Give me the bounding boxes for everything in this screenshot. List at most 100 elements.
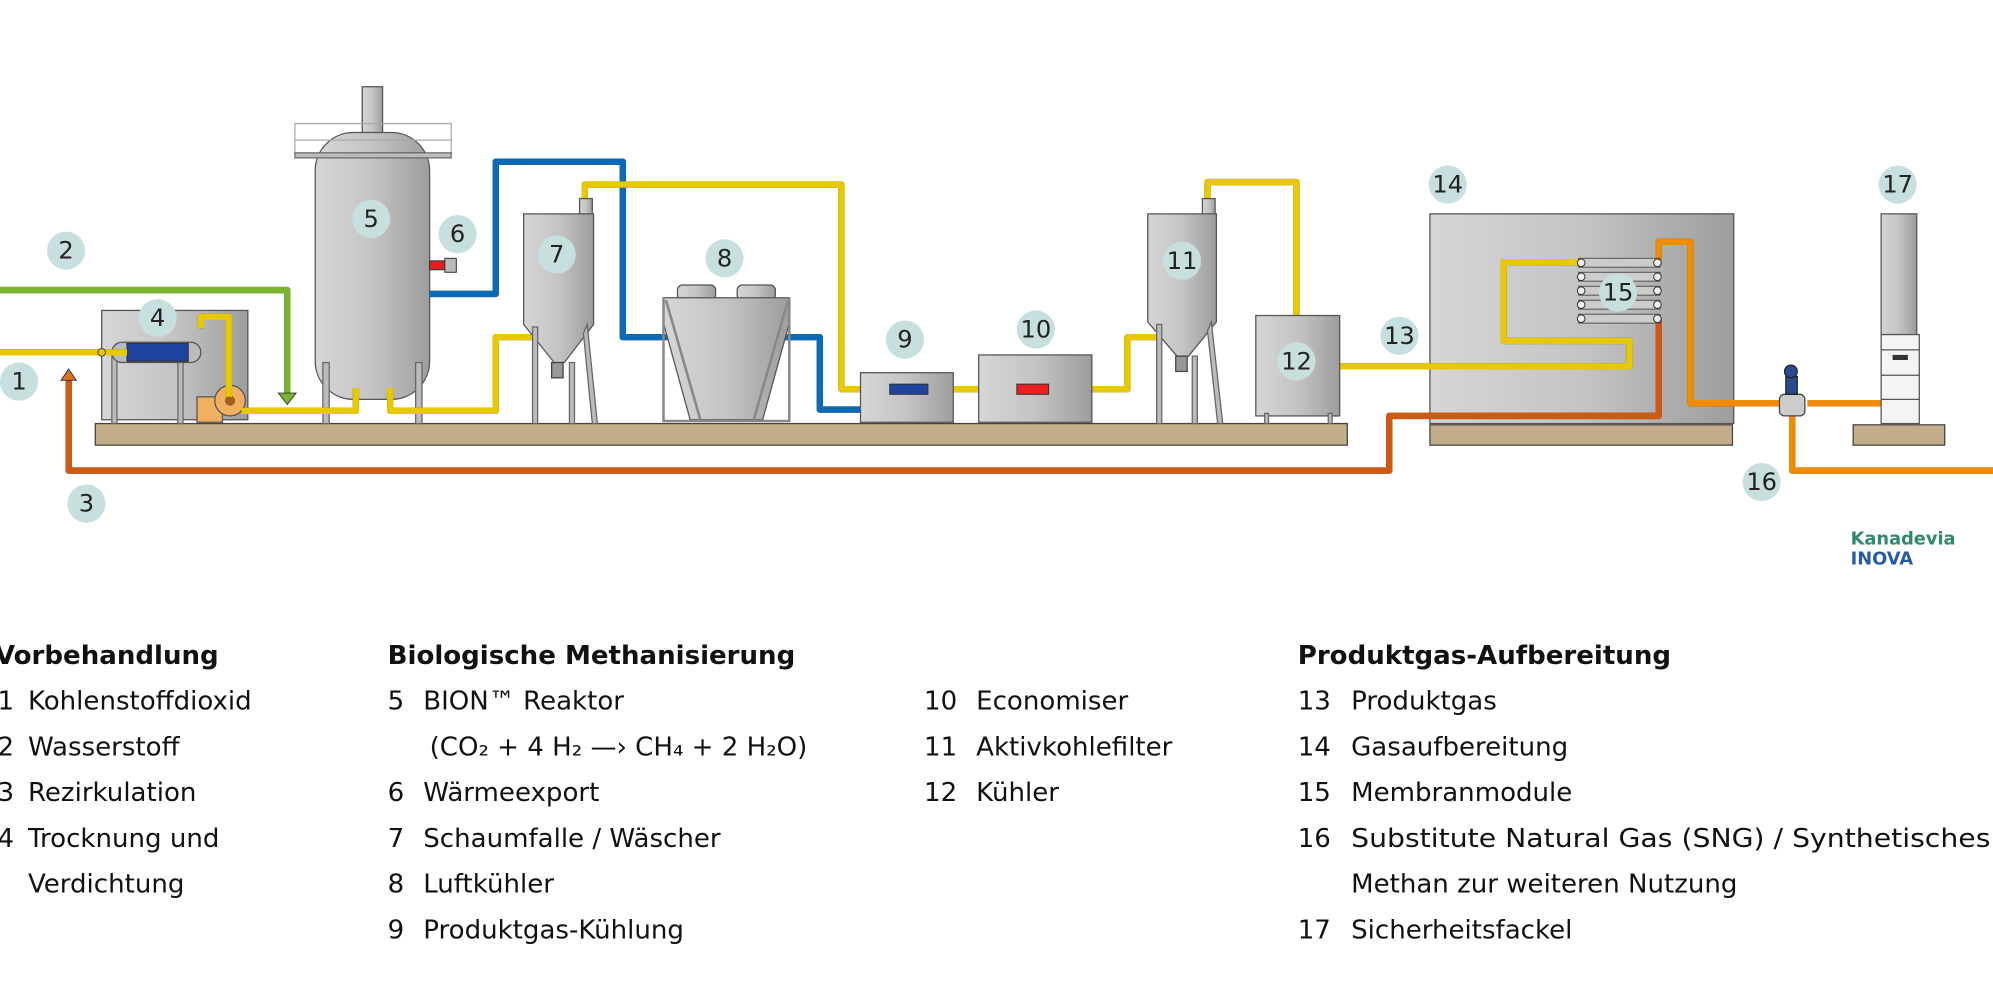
membrane-flange [1653, 272, 1662, 282]
marker-17: 17 [1878, 165, 1917, 204]
legend-formula: (CO₂ + 4 H₂ —› CH₄ + 2 H₂O) [430, 732, 808, 762]
legend-heading-gas-upgrading: Produktgas-Aufbereitung [1298, 641, 1671, 671]
marker-number: 15 [1603, 279, 1634, 307]
platform-gas-treatment [1429, 424, 1734, 446]
marker-number: 13 [1384, 322, 1415, 350]
marker-number: 14 [1432, 171, 1463, 199]
legend-label: Aktivkohlefilter [976, 732, 1173, 762]
logo-line2: INOVA [1851, 549, 1914, 570]
marker-12: 12 [1277, 342, 1316, 381]
pipe-feed-reactor [241, 387, 360, 415]
company-logo: Kanadevia INOVA [1851, 528, 1956, 569]
pipe-product-gas [1339, 258, 1633, 370]
legend-label: Wasserstoff [28, 732, 181, 762]
legend-label: Sicherheitsfackel [1351, 915, 1572, 945]
marker-3: 3 [67, 484, 106, 523]
marker-circle [67, 484, 106, 523]
legend-label: Economiser [976, 687, 1128, 717]
marker-circle [1380, 316, 1419, 355]
membrane-flange [1653, 314, 1662, 324]
membrane-flange [1576, 258, 1586, 268]
marker-2: 2 [47, 231, 86, 270]
platform-flare [1852, 424, 1946, 446]
marker-number: 3 [79, 490, 94, 518]
marker-13: 13 [1380, 316, 1419, 355]
marker-circle [47, 231, 86, 270]
marker-number: 4 [150, 304, 165, 332]
legend-heading-methanation: Biologische Methanisierung [388, 641, 796, 671]
legend-label: Kohlenstoffdioxid [28, 687, 252, 717]
marker-circle [1742, 462, 1781, 502]
marker-circle [1163, 241, 1202, 280]
legend-label: Substitute Natural Gas (SNG) / Synthetis… [1351, 824, 1990, 854]
marker-9: 9 [885, 320, 925, 359]
heat-exchanger [126, 342, 189, 362]
legend-label: Rezirkulation [28, 778, 196, 808]
marker-10: 10 [1016, 310, 1055, 349]
safety-flare [1880, 213, 1920, 425]
marker-11: 11 [1163, 241, 1202, 280]
pipe-heat-water [429, 158, 668, 341]
legend-label: Wärmeexport [423, 778, 599, 808]
legend-num: 10 [924, 687, 957, 717]
legend-num: 12 [924, 778, 957, 808]
legend-label: Schaumfalle / Wäscher [423, 824, 721, 854]
marker-1: 1 [0, 362, 39, 401]
pipe-recirculation [65, 318, 1662, 474]
legend-num: 4 [0, 824, 14, 854]
membrane-module [1578, 313, 1661, 324]
marker-number: 11 [1167, 247, 1198, 275]
legend-label: Produktgas [1351, 687, 1497, 717]
marker-circle [1016, 310, 1055, 349]
membrane-flange [1576, 314, 1586, 324]
foam-trap-scrubber [523, 197, 599, 425]
pipe-filter-cooler [1204, 178, 1300, 316]
marker-circle [537, 235, 576, 274]
marker-number: 8 [717, 244, 732, 272]
marker-4: 4 [138, 298, 177, 338]
marker-number: 1 [11, 368, 26, 396]
pipe-cooler-water [784, 333, 865, 413]
marker-15: 15 [1598, 273, 1638, 312]
legend-label: Kühler [976, 778, 1059, 808]
legend-num: 2 [0, 732, 14, 762]
marker-circle [352, 199, 391, 238]
activated-carbon-filter [1147, 197, 1224, 425]
drying-compression-unit [101, 309, 249, 425]
legend-label: Produktgas-Kühlung [423, 915, 684, 945]
legend-num: 13 [1298, 687, 1331, 717]
marker-circle [885, 320, 925, 359]
legend-heading-pretreatment: Vorbehandlung [0, 641, 219, 671]
pipe-dryer-loop [197, 313, 232, 397]
logo-line1: Kanadevia [1851, 528, 1956, 549]
marker-number: 5 [363, 205, 378, 233]
membrane-flange [1653, 300, 1662, 310]
marker-circle [1878, 165, 1917, 204]
legend-num: 7 [388, 824, 405, 854]
membrane-flange [1576, 300, 1586, 310]
arrow-up-icon [60, 368, 78, 381]
pipe-outline [1204, 178, 1300, 316]
legend-label: Trocknung und [27, 824, 219, 854]
marker-7: 7 [537, 235, 576, 274]
pipe-reactor-foamtrap [387, 333, 534, 415]
pipe-sng [1655, 238, 1780, 407]
heat-export-outlet [429, 260, 446, 271]
legend-label-cont: Methan zur weiteren Nutzung [1351, 870, 1737, 900]
marker-14: 14 [1428, 165, 1467, 204]
legend-num: 16 [1298, 824, 1331, 854]
membrane-module [1578, 257, 1661, 268]
legend-num: 15 [1298, 778, 1331, 808]
legend-num: 3 [0, 778, 14, 808]
product-gas-cooling-unit [859, 372, 954, 423]
economiser-unit [978, 354, 1093, 423]
legend-num: 9 [388, 915, 405, 945]
air-cooler [662, 284, 791, 423]
legend-num: 6 [388, 778, 405, 808]
legend-label: Membranmodule [1351, 778, 1572, 808]
control-valve [1778, 364, 1806, 417]
marker-8: 8 [705, 239, 744, 278]
membrane-flange [1576, 286, 1586, 296]
marker-number: 16 [1746, 468, 1777, 496]
